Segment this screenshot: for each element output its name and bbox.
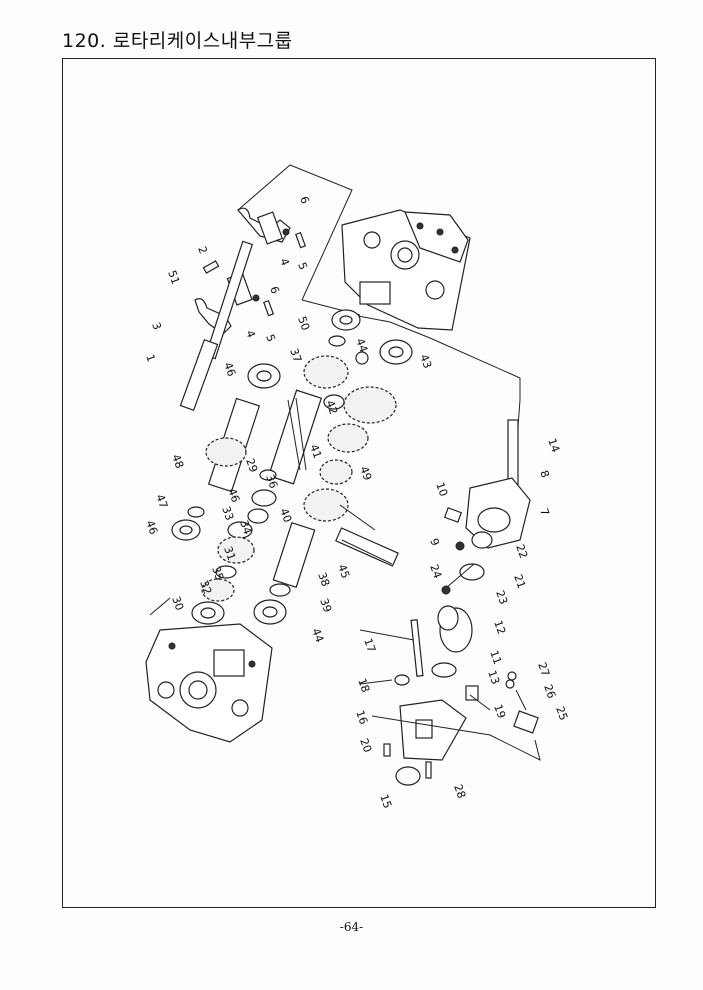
callout-label: 6: [297, 195, 312, 206]
bearing-30: [191, 601, 225, 625]
callout-label: 7: [537, 507, 552, 518]
callout-label: 24: [427, 563, 444, 581]
bearing-43: [379, 339, 413, 365]
callout-label: 5: [263, 333, 278, 344]
callout-label: 26: [541, 683, 558, 701]
main-shaft: [179, 338, 219, 412]
spline-shaft-lower: [272, 522, 316, 588]
callout-label: 43: [417, 353, 434, 371]
shift-fork-upper: [237, 207, 291, 245]
gear-32: [201, 578, 235, 602]
spline-shaft-upper: [267, 389, 323, 485]
page-title: 120. 로타리케이스내부그룹: [62, 30, 293, 52]
callout-label: 48: [169, 453, 186, 471]
bolt-17: [410, 619, 424, 677]
callout-label: 3: [149, 321, 164, 332]
callout-label: 31: [221, 545, 238, 563]
lower-case-housing: [145, 623, 273, 743]
callout-label: 8: [537, 469, 552, 480]
callout-label: 40: [277, 507, 294, 525]
callout-label: 12: [491, 619, 508, 637]
gear-42: [343, 386, 397, 424]
cap-15: [395, 766, 421, 786]
callout-label: 51: [165, 269, 182, 287]
callout-label: 39: [317, 597, 334, 615]
spring-pin: [202, 260, 220, 274]
callout-label: 25: [553, 705, 570, 723]
callout-label: 15: [377, 793, 394, 811]
callout-label: 18: [355, 677, 372, 695]
cover-12: [437, 605, 473, 653]
callout-label: 17: [361, 637, 378, 655]
callout-label: 4: [277, 257, 292, 268]
callout-label: 36: [263, 473, 280, 491]
part-callouts: 6 2 4 5 51 6 3 4 5 50 44 43 1 46 37 42 1…: [143, 195, 570, 811]
drive-chain: [335, 527, 399, 567]
callout-label: 23: [493, 589, 510, 607]
gear-31: [217, 536, 255, 564]
callout-label: 22: [513, 543, 530, 561]
bearing-44: [253, 599, 287, 625]
callout-label: 38: [315, 571, 332, 589]
callout-label: 49: [357, 465, 374, 483]
callout-label: 16: [353, 709, 370, 727]
sprocket-40: [303, 488, 349, 522]
bearing-housing-7: [465, 477, 531, 549]
callout-label: 33: [219, 505, 236, 523]
callout-label: 27: [535, 661, 552, 679]
callout-label: 46: [143, 519, 160, 537]
callout-label: 29: [243, 457, 260, 475]
gear-41: [327, 423, 369, 453]
callout-label: 44: [309, 627, 326, 645]
callout-label: 42: [323, 399, 340, 417]
callout-label: 34: [237, 519, 254, 537]
gear-48: [205, 437, 247, 467]
callout-label: 9: [427, 537, 442, 548]
gear-49: [319, 459, 353, 485]
o-ring-13: [431, 662, 457, 678]
callout-label: 41: [307, 443, 324, 461]
callout-label: 10: [433, 481, 450, 499]
callout-label: 11: [487, 649, 504, 667]
bolt-28: [425, 761, 432, 779]
callout-label: 46: [225, 487, 242, 505]
callout-label: 35: [209, 565, 226, 583]
callout-label: 21: [511, 573, 528, 591]
callout-label: 2: [195, 245, 210, 256]
callout-label: 19: [491, 703, 508, 721]
gear-37: [303, 355, 349, 389]
callout-label: 20: [357, 737, 374, 755]
page-number: -64-: [339, 920, 364, 934]
callout-label: 4: [243, 329, 258, 340]
callout-label: 13: [485, 669, 502, 687]
callout-label: 45: [335, 563, 352, 581]
callout-label: 46: [221, 361, 238, 379]
callout-label: 47: [153, 493, 170, 511]
bearing-left: [171, 519, 201, 541]
callout-label: 6: [267, 285, 282, 296]
callout-label: 5: [295, 261, 310, 272]
seal-21: [459, 563, 485, 581]
callout-label: 28: [451, 783, 468, 801]
callout-label: 14: [545, 437, 562, 455]
diagram-frame: [62, 58, 656, 908]
pin-10: [443, 507, 463, 523]
callout-label: 44: [353, 337, 370, 355]
bolt-20: [383, 743, 391, 757]
fork-group-bracket: [237, 164, 353, 301]
upper-case-housing: [341, 209, 471, 331]
callout-label: 37: [287, 347, 304, 365]
callout-label: 32: [197, 579, 214, 597]
callout-label: 30: [169, 595, 186, 613]
plate-16: [399, 699, 467, 761]
callout-label: 50: [295, 315, 312, 333]
bearing-upper: [247, 363, 281, 389]
callout-label: 1: [143, 353, 158, 364]
plate-25: [513, 710, 539, 734]
